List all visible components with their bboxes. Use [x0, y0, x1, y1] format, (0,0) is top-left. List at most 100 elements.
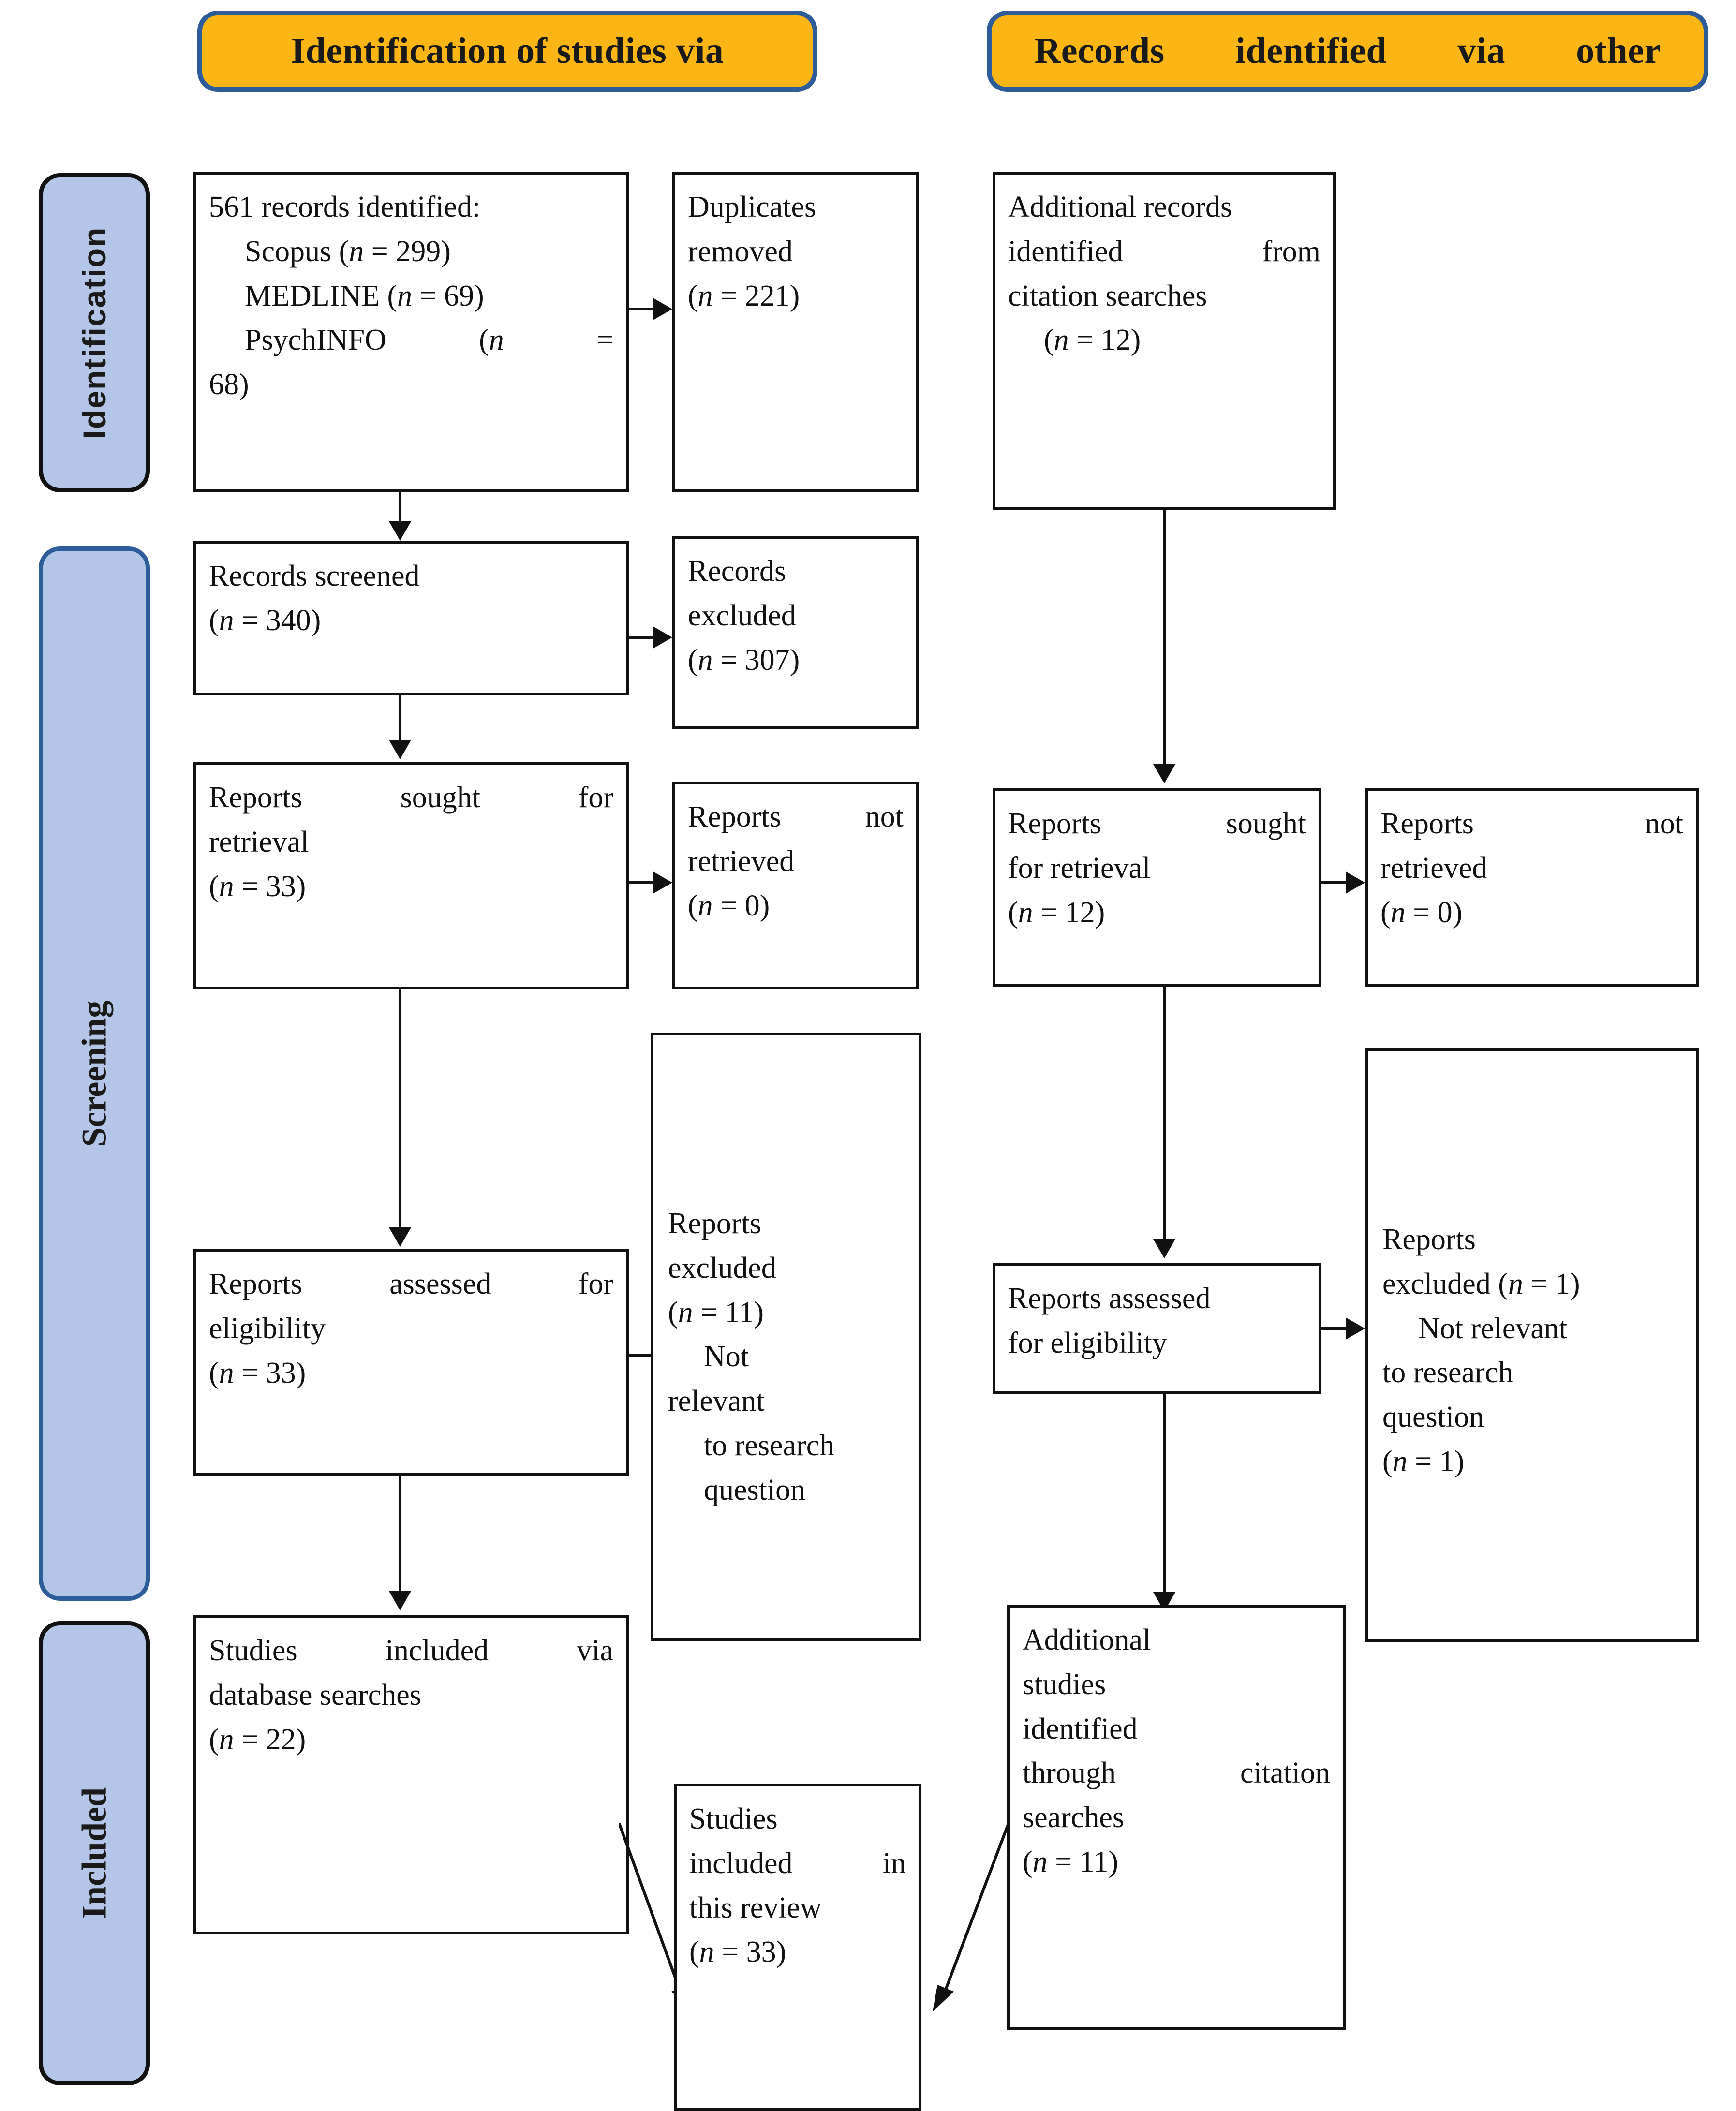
records-excluded-line1: Records [688, 555, 786, 588]
reports-sought-right-line1: Reports sought [1008, 807, 1306, 840]
box-reports-not-retrieved-left: Reports not retrieved (n = 0) [672, 782, 919, 989]
records-screened-line1: Records screened [209, 560, 420, 592]
stage-label-screening: Screening [74, 1000, 114, 1147]
additional-records-count: (n = 12) [1044, 324, 1141, 357]
reports-excluded-left-line6: to research [704, 1429, 835, 1462]
banner-left-label: Identification of studies via [291, 30, 724, 72]
box-records-excluded: Records excluded (n = 307) [672, 536, 919, 729]
duplicates-line2: removed [688, 235, 793, 268]
additional-studies-line2: studies [1023, 1668, 1106, 1701]
arrowhead-sought-to-assessed-left [389, 1227, 411, 1247]
banner-right-label: Records identified via other [1034, 30, 1661, 72]
italic-n: n [219, 604, 234, 637]
reports-assessed-right-line1: Reports assessed [1008, 1282, 1211, 1315]
box-reports-excluded-left: Reports excluded (n = 11) Not relevant t… [651, 1033, 921, 1641]
reports-assessed-left-line1: Reports assessed for [209, 1268, 613, 1300]
box-studies-included-database: Studies included via database searches (… [193, 1615, 629, 1934]
reports-sought-right-line2: for retrieval [1008, 851, 1151, 885]
box-reports-sought-retrieval: Reports sought for retrieval (n = 33) [193, 762, 629, 989]
box-studies-included-review: Studies included in this review (n = 33) [674, 1784, 921, 2111]
connector-assessed-to-excluded-left [629, 1354, 654, 1357]
connector-sought-to-assessed-left [399, 989, 401, 1231]
reports-excluded-left-line2: excluded [668, 1251, 776, 1284]
not-retrieved-left-line2: retrieved [688, 844, 795, 878]
reports-sought-left-count: (n = 33) [209, 870, 306, 903]
connector-sought-to-assessed-right [1163, 987, 1166, 1243]
reports-excluded-left-count: (n = 11) [668, 1296, 764, 1329]
box-records-identified: 561 records identified: Scopus (n = 299)… [193, 172, 629, 492]
italic-n: n [678, 1296, 693, 1329]
italic-n: n [397, 279, 413, 312]
records-excluded-count: (n = 307) [688, 643, 800, 677]
connector-assessed-to-excluded-right [1321, 1327, 1347, 1330]
reports-excluded-left-line7: question [704, 1473, 806, 1506]
reports-sought-left-line2: retrieval [209, 825, 309, 858]
studies-included-db-line2: database searches [209, 1678, 421, 1712]
records-screened-count: (n = 340) [209, 604, 321, 637]
connector-additional-to-sought-right [1163, 510, 1166, 769]
not-retrieved-right-line1: Reports not [1380, 807, 1683, 840]
not-retrieved-left-line1: Reports not [688, 800, 904, 833]
reports-excluded-left-line1: Reports [668, 1207, 761, 1240]
connector-identified-to-screened [399, 492, 401, 525]
arrowhead-sought-to-notretrieved-right [1346, 871, 1365, 894]
not-retrieved-left-count: (n = 0) [688, 889, 770, 922]
studies-review-line2: included in [689, 1846, 906, 1880]
arrowhead-records-to-duplicates [653, 298, 672, 320]
italic-n: n [1032, 1845, 1048, 1878]
reports-assessed-right-line2: for eligibility [1008, 1326, 1167, 1359]
banner-records-identified-other: Records identified via other [987, 11, 1708, 92]
box-reports-assessed-left: Reports assessed for eligibility (n = 33… [193, 1249, 629, 1476]
reports-excluded-left-line4: Not [704, 1340, 749, 1373]
records-identified-scopus: Scopus (n = 299) [245, 235, 451, 268]
italic-n: n [489, 324, 504, 357]
reports-excluded-right-count: (n = 1) [1382, 1445, 1465, 1478]
additional-studies-count: (n = 11) [1023, 1845, 1118, 1878]
additional-studies-line3: identified [1023, 1712, 1138, 1745]
box-reports-not-retrieved-right: Reports not retrieved (n = 0) [1365, 788, 1699, 987]
stage-rail-identification: Identification [39, 173, 150, 492]
additional-studies-line5: searches [1023, 1801, 1124, 1834]
italic-n: n [1053, 324, 1069, 357]
box-reports-sought-retrieval-right: Reports sought for retrieval (n = 12) [993, 788, 1321, 987]
reports-excluded-right-line2: excluded (n = 1) [1382, 1267, 1580, 1300]
connector-screened-to-sought [399, 695, 401, 744]
not-retrieved-right-count: (n = 0) [1380, 896, 1463, 929]
reports-excluded-right-line4: to research [1382, 1356, 1513, 1389]
records-identified-medline: MEDLINE (n = 69) [245, 279, 484, 312]
duplicates-line1: Duplicates [688, 191, 816, 223]
italic-n: n [697, 643, 713, 677]
italic-n: n [1390, 896, 1406, 929]
arrowhead-sought-to-notretrieved-left [653, 871, 672, 894]
italic-n: n [699, 1935, 714, 1969]
not-retrieved-right-line2: retrieved [1380, 851, 1487, 885]
connector-screened-to-excluded [629, 636, 654, 639]
box-additional-records: Additional records identified from citat… [993, 172, 1336, 510]
italic-n: n [1508, 1267, 1523, 1300]
records-identified-line1: 561 records identified: [209, 191, 481, 223]
reports-sought-right-count: (n = 12) [1008, 896, 1105, 929]
box-additional-studies-citation: Additional studies identified through ci… [1007, 1605, 1346, 2030]
italic-n: n [349, 235, 364, 268]
arrowhead-assessed-to-excluded-right [1346, 1317, 1365, 1340]
additional-records-line3: citation searches [1008, 279, 1207, 312]
arrowhead-screened-to-excluded [653, 626, 672, 649]
arrowhead-additional-to-sought-right [1153, 764, 1175, 783]
studies-included-db-line1: Studies included via [209, 1634, 613, 1667]
additional-records-line1: Additional records [1008, 191, 1232, 223]
arrowhead-sought-to-assessed-right [1153, 1239, 1175, 1258]
box-duplicates-removed: Duplicates removed (n = 221) [672, 172, 919, 492]
arrowhead-assessed-to-included-left [389, 1591, 411, 1610]
reports-sought-left-line1: Reports sought for [209, 781, 613, 814]
reports-excluded-right-line5: question [1382, 1401, 1484, 1433]
italic-n: n [1392, 1445, 1408, 1478]
italic-n: n [219, 1723, 234, 1756]
stage-rail-included: Included [39, 1621, 150, 2085]
box-reports-excluded-right: Reports excluded (n = 1) Not relevant to… [1365, 1048, 1699, 1642]
reports-assessed-left-count: (n = 33) [209, 1356, 306, 1389]
stage-rail-screening: Screening [39, 546, 150, 1601]
studies-review-count: (n = 33) [689, 1935, 786, 1969]
box-records-screened: Records screened (n = 340) [193, 541, 629, 695]
box-reports-assessed-right: Reports assessed for eligibility [993, 1263, 1321, 1394]
